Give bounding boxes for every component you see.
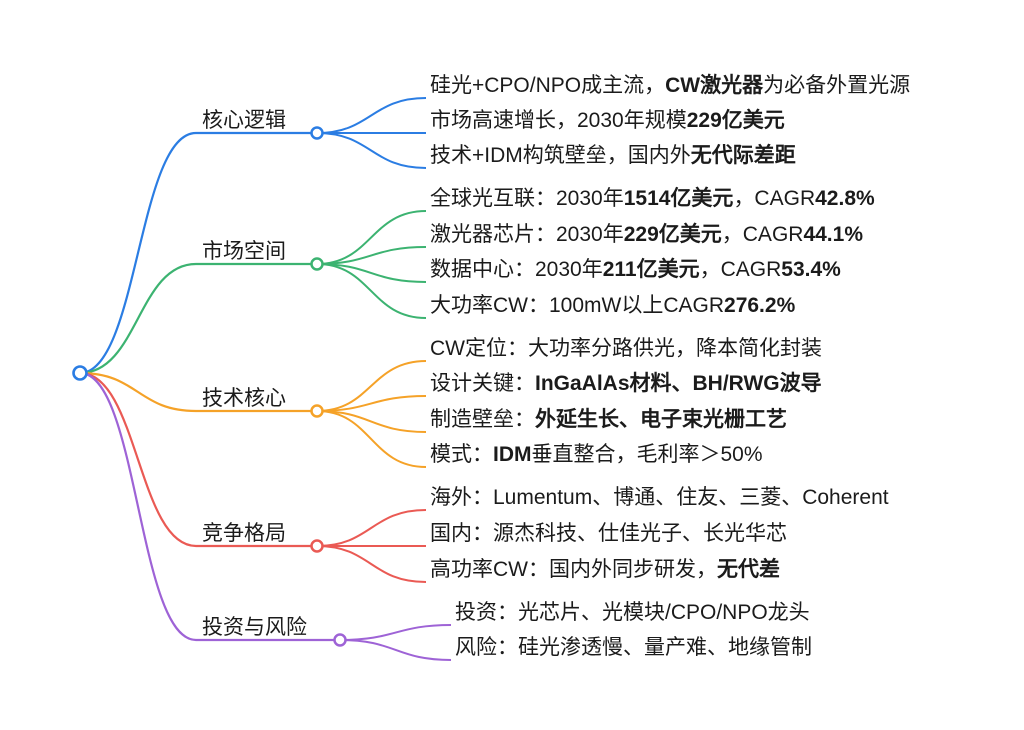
leaf-core-logic-1: 硅光+CPO/NPO成主流，CW激光器为必备外置光源 [430, 74, 911, 97]
leaf-investment-risk-1: 投资：光芯片、光模块/CPO/NPO龙头 [455, 601, 810, 624]
link-root-market-space [79, 262, 197, 375]
link-root-investment-risk [79, 371, 197, 642]
branch-toggle-market-space[interactable] [310, 257, 324, 271]
leaf-competition-2: 国内：源杰科技、仕佳光子、长光华芯 [430, 522, 787, 545]
leaf-market-space-1: 全球光互联：2030年1514亿美元，CAGR42.8% [430, 187, 875, 210]
leaf-tech-core-2: 设计关键：InGaAlAs材料、BH/RWG波导 [430, 372, 822, 395]
link-market-space-4 [316, 263, 427, 319]
link-root-core-logic [79, 131, 197, 375]
link-core-logic-1 [316, 97, 427, 134]
leaf-market-space-3: 数据中心：2030年211亿美元，CAGR53.4% [430, 258, 841, 281]
leaf-core-logic-3: 技术+IDM构筑壁垒，国内外无代际差距 [430, 144, 796, 167]
link-market-space-2 [316, 246, 427, 265]
leaf-competition-1: 海外：Lumentum、博通、住友、三菱、Coherent [430, 486, 889, 509]
root-node-circle[interactable] [72, 365, 88, 381]
link-core-logic-3 [316, 132, 427, 169]
branch-toggle-investment-risk[interactable] [333, 633, 347, 647]
link-tech-core-4 [316, 410, 427, 468]
leaf-tech-core-1: CW定位：大功率分路供光，降本简化封装 [430, 337, 822, 360]
leaf-investment-risk-2: 风险：硅光渗透慢、量产难、地缘管制 [455, 636, 812, 659]
branch-label-tech-core: 技术核心 [202, 387, 286, 410]
link-tech-core-2 [316, 395, 427, 412]
leaf-tech-core-3: 制造壁垒：外延生长、电子束光栅工艺 [430, 408, 787, 431]
branch-label-competition: 竞争格局 [202, 522, 286, 545]
link-root-tech-core [79, 371, 197, 413]
branch-label-investment-risk: 投资与风险 [202, 616, 307, 639]
link-root-competition [79, 371, 197, 548]
leaf-tech-core-4: 模式：IDM垂直整合，毛利率＞50% [430, 443, 763, 466]
branch-toggle-core-logic[interactable] [310, 126, 324, 140]
branch-toggle-tech-core[interactable] [310, 404, 324, 418]
leaf-core-logic-2: 市场高速增长，2030年规模229亿美元 [430, 109, 785, 132]
link-market-space-3 [316, 263, 427, 283]
branch-label-core-logic: 核心逻辑 [202, 109, 286, 132]
link-tech-core-3 [316, 410, 427, 433]
link-competition-3 [316, 545, 427, 583]
branch-toggle-competition[interactable] [310, 539, 324, 553]
leaf-market-space-4: 大功率CW：100mW以上CAGR276.2% [430, 294, 796, 317]
branch-label-market-space: 市场空间 [202, 240, 286, 263]
leaf-competition-3: 高功率CW：国内外同步研发，无代差 [430, 558, 780, 581]
leaf-market-space-2: 激光器芯片：2030年229亿美元，CAGR44.1% [430, 223, 863, 246]
link-investment-risk-1 [339, 624, 452, 641]
link-investment-risk-2 [339, 639, 452, 661]
link-competition-1 [316, 509, 427, 547]
link-tech-core-1 [316, 360, 427, 412]
link-market-space-1 [316, 210, 427, 265]
